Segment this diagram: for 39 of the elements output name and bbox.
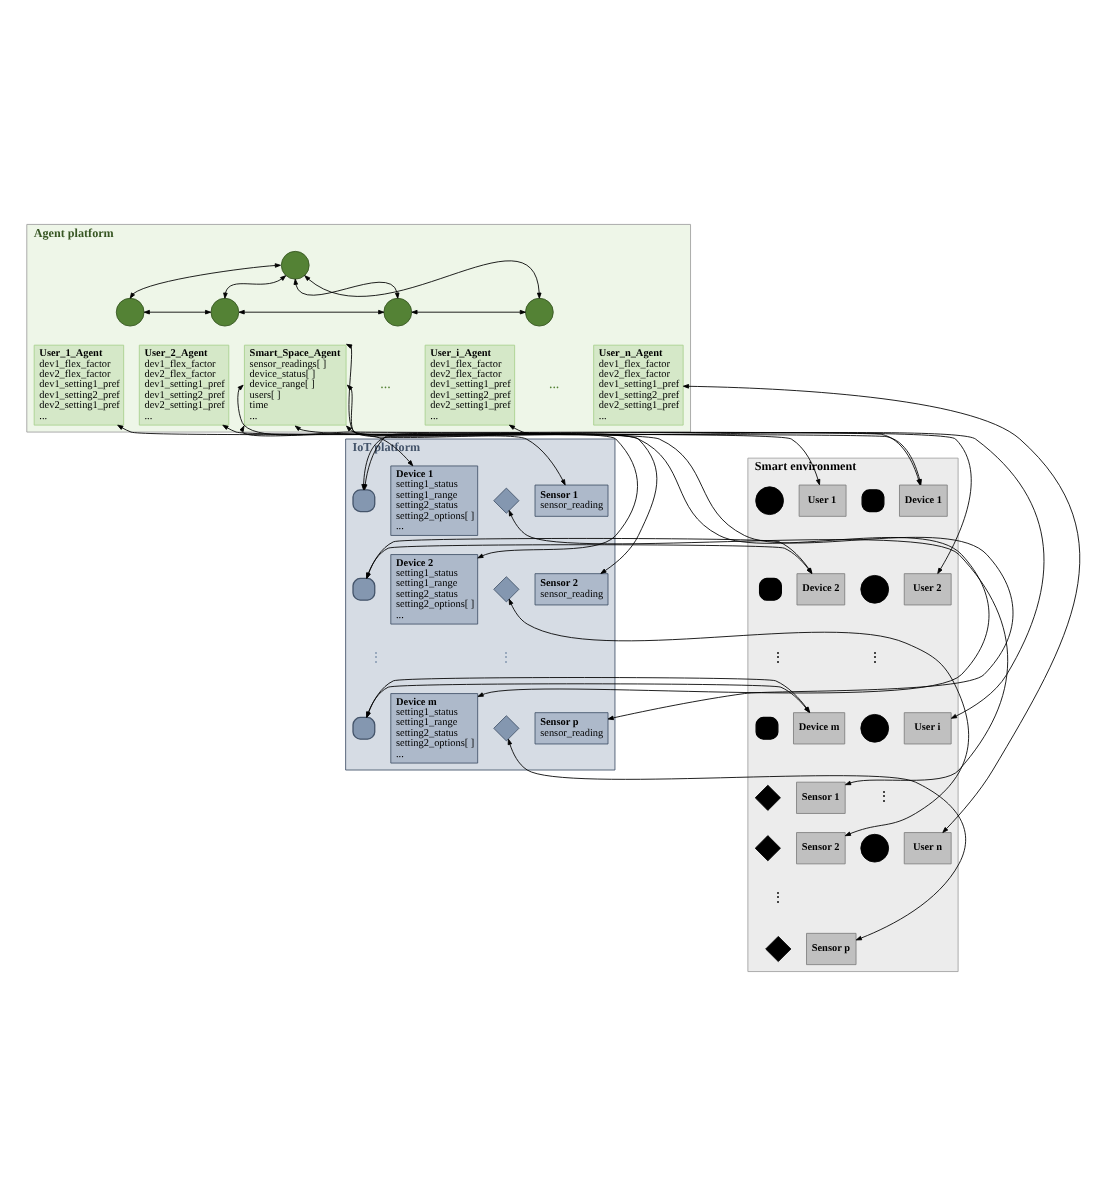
arrow [682, 384, 1080, 833]
node-person [860, 714, 890, 743]
node-diamond [493, 576, 520, 603]
node-box [861, 489, 885, 513]
node-diamond [754, 835, 781, 862]
node-diamond [754, 784, 781, 811]
arrow [237, 384, 1014, 721]
node-box [352, 716, 376, 740]
arrow [346, 384, 566, 486]
arrow [366, 677, 811, 718]
arrow [239, 425, 414, 467]
node-person [210, 297, 240, 327]
arrow [238, 309, 385, 315]
node-diamond [493, 715, 520, 742]
arrow [304, 260, 542, 299]
arrow [507, 738, 967, 941]
arrow [508, 424, 1045, 719]
arrow [223, 275, 287, 299]
node-person [860, 574, 890, 604]
node-box [352, 489, 376, 513]
arrow [508, 510, 1009, 786]
node-person [115, 297, 145, 327]
arrow [294, 425, 638, 559]
node-person [525, 297, 554, 327]
arrow [411, 309, 526, 315]
node-person [860, 833, 890, 863]
arrow [129, 263, 281, 299]
node-person [755, 486, 784, 516]
arrow [508, 598, 969, 837]
node-person [383, 297, 413, 327]
arrow [143, 309, 212, 315]
node-box [352, 577, 376, 601]
node-diamond [765, 935, 792, 962]
node-box [758, 577, 782, 601]
node-box [755, 716, 779, 740]
node-diamond [493, 487, 520, 514]
arrow [117, 424, 821, 486]
arrow [293, 278, 400, 299]
arrow [346, 425, 990, 697]
